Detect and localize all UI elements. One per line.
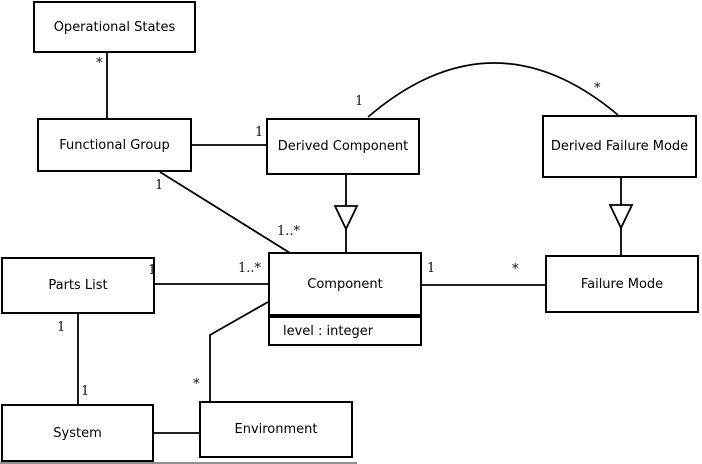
class-box-failure-mode[interactable]: Failure Mode xyxy=(545,255,699,313)
generalization-triangle-icon xyxy=(608,204,634,231)
class-name: Parts List xyxy=(48,278,108,293)
class-attributes-component[interactable]: level : integer xyxy=(268,316,422,346)
connector-derived-component--derived-failure-mode[interactable] xyxy=(367,62,619,118)
multiplicity-label: 1..* xyxy=(238,261,262,276)
connector-environment--component[interactable] xyxy=(209,301,269,401)
class-name: Failure Mode xyxy=(580,276,664,292)
multiplicity-label: * xyxy=(512,262,519,277)
multiplicity-label: 1 xyxy=(81,384,90,399)
class-box-system[interactable]: System xyxy=(1,404,154,462)
class-name: Component xyxy=(307,276,383,292)
multiplicity-label: * xyxy=(96,56,103,71)
multiplicity-label: 1 xyxy=(155,178,164,193)
connector-derived-failure-mode--failure-mode[interactable] xyxy=(608,178,634,255)
multiplicity-label: 1 xyxy=(355,94,364,109)
class-name: Derived Component xyxy=(277,139,409,154)
association-line[interactable] xyxy=(159,171,291,254)
connector-functional-group--component[interactable] xyxy=(159,171,291,254)
multiplicity-label: * xyxy=(594,81,601,96)
class-box-operational-states[interactable]: Operational States xyxy=(33,1,196,53)
multiplicity-label: * xyxy=(193,377,200,392)
class-name: Derived Failure Mode xyxy=(550,139,689,154)
multiplicity-label: 1 xyxy=(427,261,436,276)
class-name: Environment xyxy=(234,422,318,437)
class-box-functional-group[interactable]: Functional Group xyxy=(37,118,192,172)
window-bottom-edge xyxy=(0,462,357,464)
class-attribute: level : integer xyxy=(283,323,374,339)
multiplicity-label: 1 xyxy=(57,320,66,335)
class-box-derived-failure-mode[interactable]: Derived Failure Mode xyxy=(542,115,697,178)
multiplicity-label: 1 xyxy=(148,263,157,278)
class-box-derived-component[interactable]: Derived Component xyxy=(266,118,420,175)
class-name: Operational States xyxy=(53,19,176,35)
class-box-environment[interactable]: Environment xyxy=(199,401,353,458)
class-name: System xyxy=(53,425,102,441)
multiplicity-label: 1 xyxy=(255,125,264,140)
association-line[interactable] xyxy=(209,301,269,401)
class-box-parts-list[interactable]: Parts List xyxy=(1,257,155,314)
multiplicity-label: 1..* xyxy=(277,224,301,239)
class-name: Functional Group xyxy=(59,137,170,153)
class-box-component[interactable]: Component xyxy=(268,252,422,316)
generalization-triangle-icon xyxy=(333,205,359,232)
connector-derived-component--component[interactable] xyxy=(333,175,359,252)
arc-line[interactable] xyxy=(367,62,619,118)
